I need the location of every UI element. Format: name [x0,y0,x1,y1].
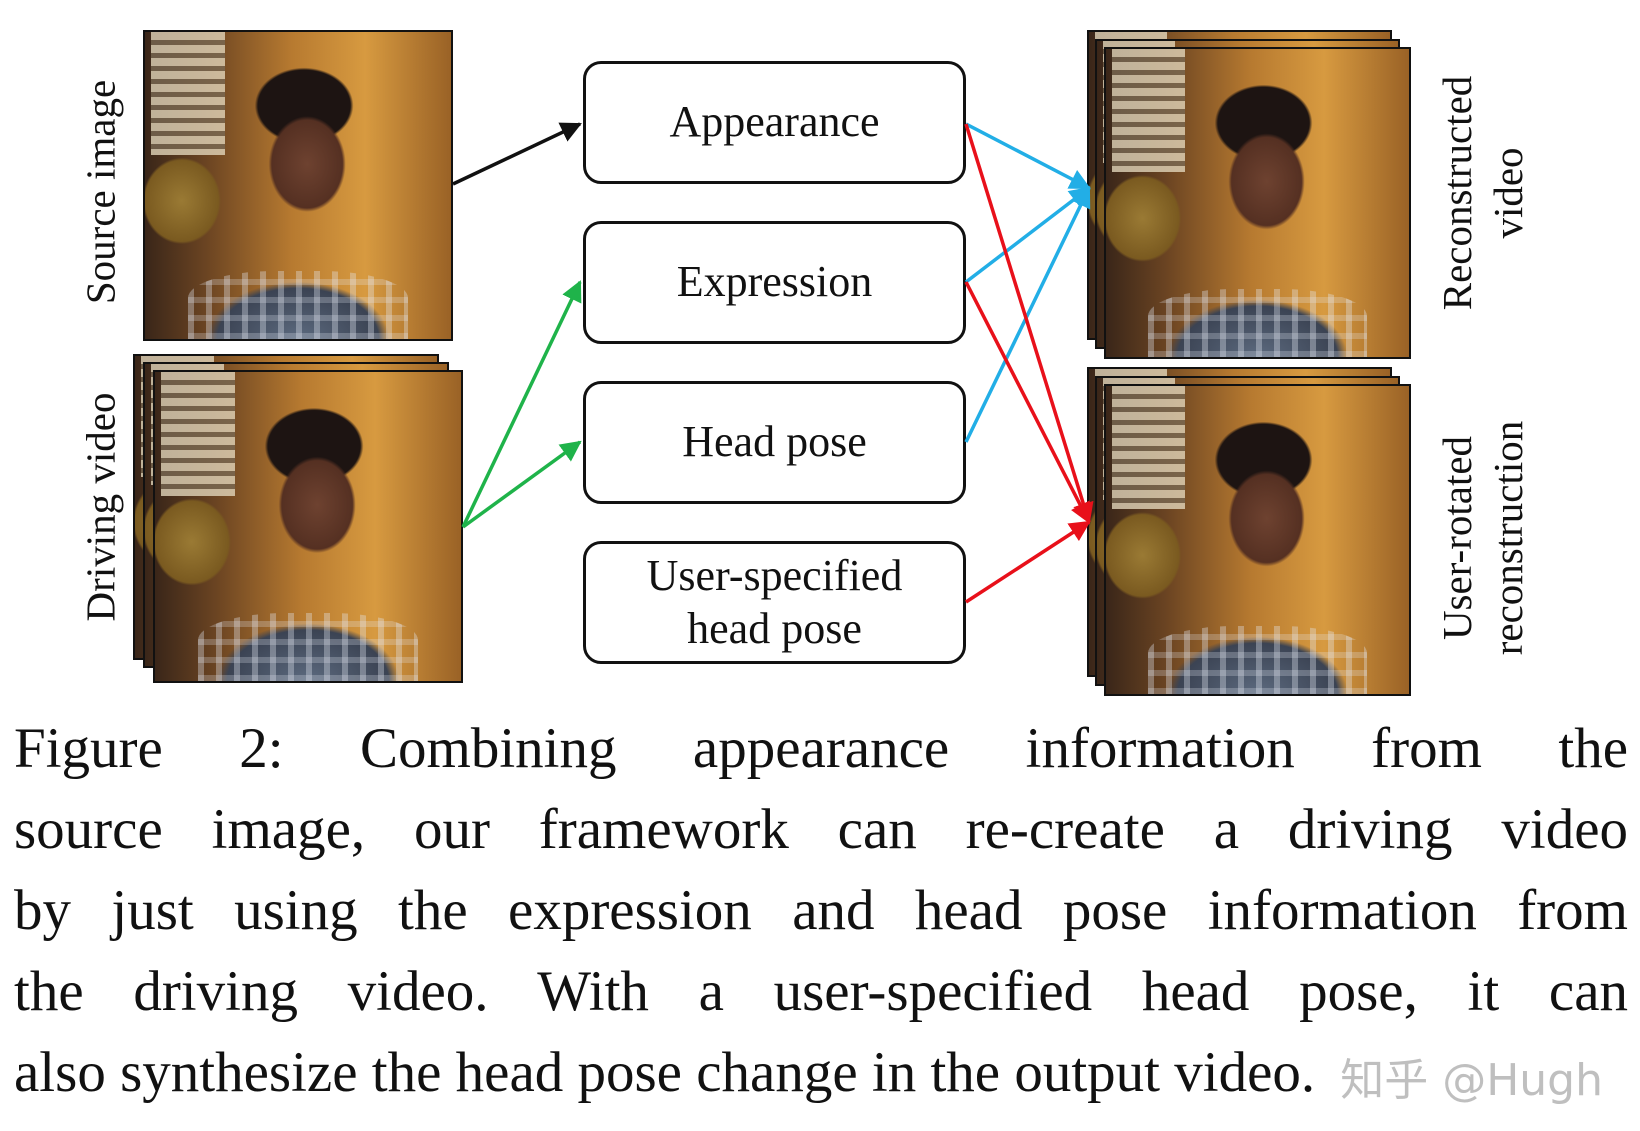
reconstructed-face-photo [1106,49,1409,357]
source-image [143,30,453,341]
head-pose-box: Head pose [583,381,966,504]
caption-line: the driving video. With a user-specified… [14,960,1628,1023]
caption-line: also synthesize the head pose change in … [14,1041,1316,1104]
arrow-expression-to-reconstructed [964,186,1091,284]
arrow-user-pose-to-rotated [965,520,1091,604]
arrow-appearance-to-rotated [964,123,1094,525]
user-specified-head-pose-box: User-specified head pose [583,541,966,664]
caption-line: source image, our framework can re-creat… [14,798,1628,861]
arrow-driving-to-expression [461,280,582,528]
caption-line: by just using the expression and head po… [14,879,1628,942]
watermark: 知乎 @Hugh [1340,1055,1603,1106]
rotated-face-photo [1106,386,1409,694]
arrows [452,122,1094,604]
rotated-frame-front [1104,384,1411,696]
arrow-driving-to-head-pose [461,440,582,529]
arrow-source-to-appearance [452,122,582,186]
expression-box: Expression [583,221,966,344]
arrow-expression-to-rotated [964,281,1091,524]
driving-frame-front [153,370,463,683]
figure-caption: Figure 2: Combining appearance informati… [14,708,1628,1113]
driving-face-photo [155,372,461,681]
arrow-appearance-to-reconstructed [965,122,1091,190]
source-face-photo [145,32,451,339]
appearance-box: Appearance [583,61,966,184]
caption-line: Figure 2: Combining appearance informati… [14,717,1628,780]
reconstructed-frame-front [1104,47,1411,359]
arrow-head-pose-to-reconstructed [964,186,1091,443]
